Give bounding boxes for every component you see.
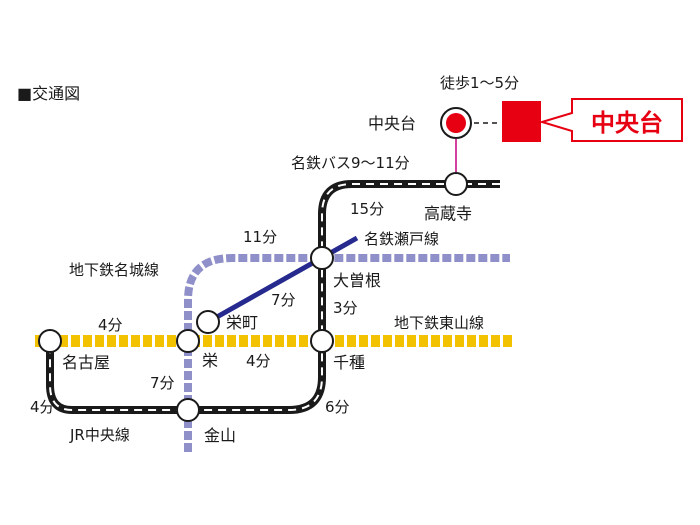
destination-callout-label: 中央台 [591,109,663,137]
time-kozoji-ozone: 15分 [350,200,384,218]
bus-time-label: 名鉄バス9～11分 [291,154,410,172]
station-marker-kozoji [444,172,468,196]
destination-callout [538,98,683,142]
time-ozone-chikusa: 3分 [333,299,358,317]
station-label-ozone: 大曽根 [333,271,381,290]
page-title: ■交通図 [17,84,80,103]
station-marker-kanayama [176,398,200,422]
station-marker-ozone [310,246,334,270]
line-label-seto: 名鉄瀬戸線 [364,230,439,248]
time-chikusa-kanayama: 6分 [325,398,350,416]
destination-square [502,101,541,142]
station-label-kozoji: 高蔵寺 [424,204,472,223]
station-label-nagoya: 名古屋 [62,353,110,372]
time-sakae-chikusa: 4分 [246,352,271,370]
time-nagoya-kanayama: 4分 [30,398,55,416]
station-label-sakae: 栄 [202,351,218,370]
time-sakaemachi-ozone: 7分 [271,291,296,309]
station-label-chikusa: 千種 [333,353,365,372]
time-sakae-kanayama: 7分 [150,374,175,392]
station-label-kanayama: 金山 [204,426,236,445]
station-marker-nagoya [38,329,62,353]
line-label-jr-chuo: JR中央線 [69,426,130,444]
station-marker-chikusa [310,329,334,353]
station-marker-sakae [176,329,200,353]
time-sakae-ozone-meijo: 11分 [243,228,277,246]
destination-marker-dot [446,113,466,133]
walk-time-label: 徒歩1～5分 [440,74,519,92]
station-label-sakaemachi: 栄町 [226,313,258,332]
meijo-line [184,254,510,452]
line-label-higashiyama: 地下鉄東山線 [394,314,484,332]
time-nagoya-sakae: 4分 [98,316,123,334]
station-marker-sakaemachi [196,310,220,334]
line-label-meijo: 地下鉄名城線 [69,261,159,279]
jr-chuo-line [46,180,500,414]
station-label-chuodai: 中央台 [368,114,416,133]
